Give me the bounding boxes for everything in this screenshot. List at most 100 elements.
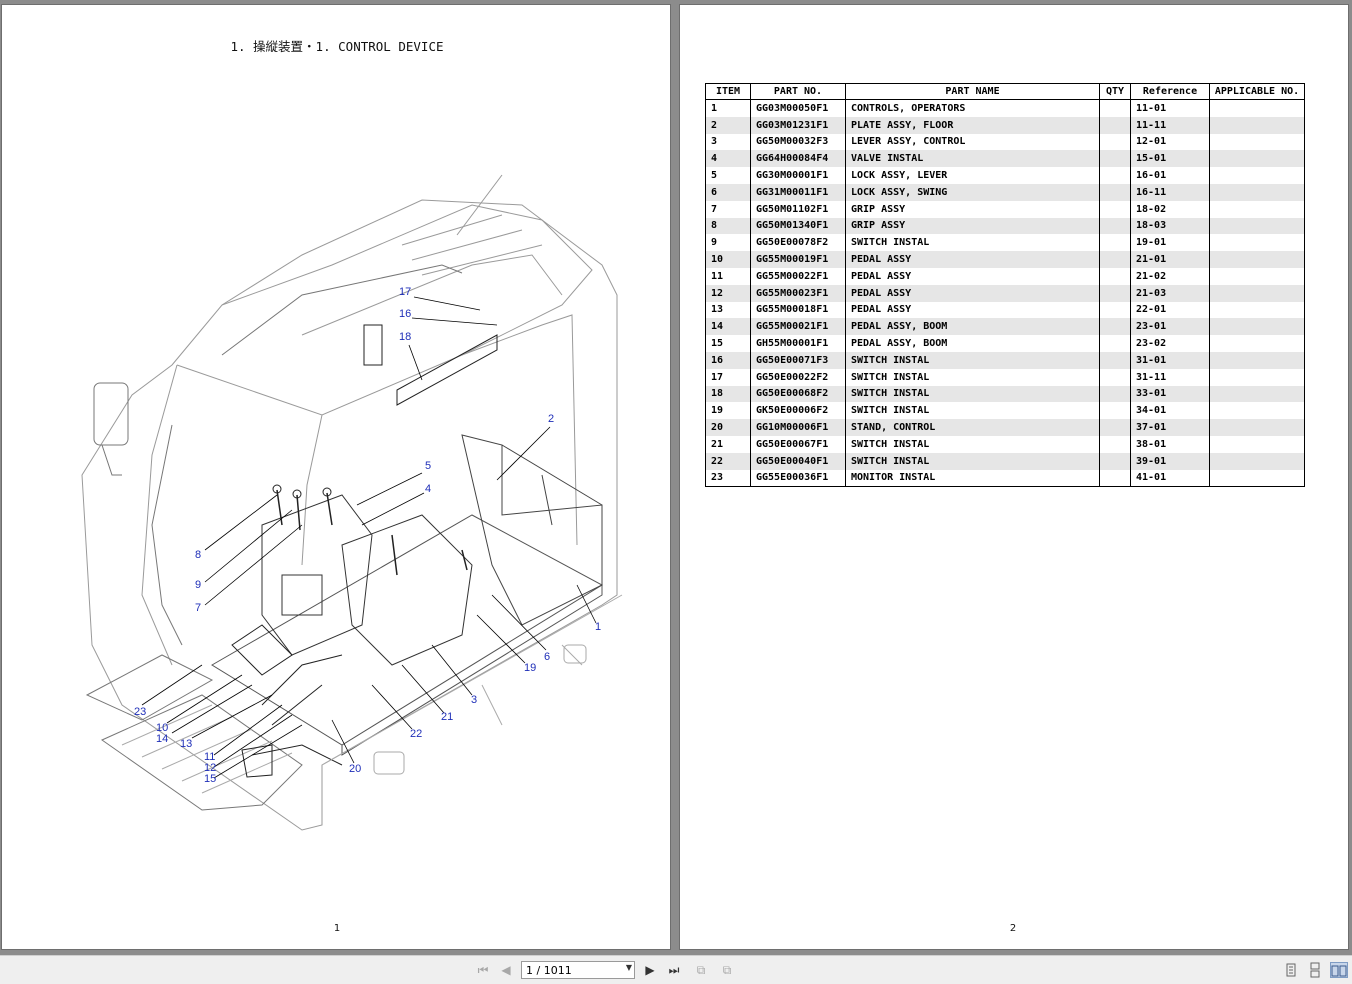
cell-item: 12 [705, 284, 751, 302]
cell-part-name: LOCK ASSY, SWING [845, 183, 1100, 201]
cell-qty [1099, 351, 1131, 369]
cell-qty [1099, 318, 1131, 336]
cell-part-name: PEDAL ASSY [845, 284, 1100, 302]
last-page-icon[interactable]: ⏭ [668, 963, 680, 977]
callout-17: 17 [399, 286, 411, 298]
cell-part-no: GG03M01231F1 [750, 116, 846, 134]
callout-22: 22 [410, 728, 422, 740]
cab-window-rear [301, 414, 323, 566]
cab-roof-stripes [401, 214, 543, 276]
cell-qty [1099, 368, 1131, 386]
cell-part-name: PEDAL ASSY [845, 267, 1100, 285]
callouts: 17 16 18 2 5 4 8 9 7 1 6 19 3 21 22 20 2… [134, 286, 601, 785]
rotate-cw-icon[interactable]: ⧉ [722, 963, 732, 977]
cell-part-name: GRIP ASSY [845, 217, 1100, 235]
header-applicable-no: APPLICABLE NO. [1209, 83, 1305, 100]
cell-qty [1099, 469, 1131, 487]
cell-reference: 16-11 [1130, 183, 1210, 201]
page-title: 1. 操縦装置・1. CONTROL DEVICE [230, 39, 444, 54]
callout-2: 2 [548, 413, 554, 425]
cell-part-name: SWITCH INSTAL [845, 368, 1100, 386]
cell-part-no: GG30M00001F1 [750, 167, 846, 184]
cell-qty [1099, 133, 1131, 151]
callout-7: 7 [195, 602, 201, 614]
cell-reference: 37-01 [1130, 419, 1210, 436]
levers [276, 489, 468, 576]
cell-item: 1 [705, 99, 751, 117]
callout-20: 20 [349, 763, 361, 775]
cell-part-no: GG50E00022F2 [750, 368, 846, 386]
stand-box [461, 434, 603, 626]
chevron-down-icon[interactable]: ▼ [625, 963, 632, 972]
next-page-icon[interactable]: ▶ [645, 963, 655, 977]
cell-item: 13 [705, 301, 751, 319]
page-number-box[interactable]: ▼ [521, 961, 635, 979]
cell-qty [1099, 385, 1131, 403]
cell-item: 19 [705, 402, 751, 420]
cell-applicable-no [1209, 335, 1305, 352]
cell-item: 8 [705, 217, 751, 235]
cell-part-name: SWITCH INSTAL [845, 351, 1100, 369]
callout-6: 6 [544, 651, 550, 663]
cell-part-no: GG50E00071F3 [750, 351, 846, 369]
cell-item: 17 [705, 368, 751, 386]
cell-reference: 18-02 [1130, 200, 1210, 218]
body-lower [321, 594, 623, 766]
callout-9: 9 [195, 579, 201, 591]
facing-pages-view-icon[interactable] [1330, 962, 1348, 978]
page-number-input[interactable] [522, 962, 621, 978]
switch-panel [396, 334, 498, 406]
callout-15: 15 [204, 773, 216, 785]
previous-page-icon[interactable]: ◀ [501, 963, 511, 977]
cell-applicable-no [1209, 116, 1305, 134]
cell-part-name: SWITCH INSTAL [845, 402, 1100, 420]
cab-roof [176, 204, 593, 416]
viewer-toolbar: ⏮ ◀ ▼ ▶ ⏭ ⧉ ⧉ [0, 955, 1352, 984]
cell-part-no: GG50E00040F1 [750, 452, 846, 470]
cell-qty [1099, 150, 1131, 168]
rotate-ccw-icon[interactable]: ⧉ [696, 963, 706, 977]
cell-part-no: GH55M00001F1 [750, 335, 846, 352]
cell-reference: 11-11 [1130, 116, 1210, 134]
cell-qty [1099, 419, 1131, 436]
cell-part-name: PEDAL ASSY, BOOM [845, 335, 1100, 352]
cell-part-no: GG50E00068F2 [750, 385, 846, 403]
single-page-view-icon[interactable] [1282, 962, 1300, 978]
cell-part-no: GG55E00036F1 [750, 469, 846, 487]
cell-part-no: GG50M01102F1 [750, 200, 846, 218]
cell-item: 9 [705, 234, 751, 252]
cell-part-name: PEDAL ASSY [845, 301, 1100, 319]
cell-part-no: GG31M00011F1 [750, 183, 846, 201]
cell-applicable-no [1209, 284, 1305, 302]
cell-part-name: SWITCH INSTAL [845, 234, 1100, 252]
callout-10: 10 [156, 722, 168, 734]
callout-4: 4 [425, 483, 431, 495]
cell-part-no: GG55M00018F1 [750, 301, 846, 319]
cell-applicable-no [1209, 368, 1305, 386]
cell-part-no: GG10M00006F1 [750, 419, 846, 436]
cell-applicable-no [1209, 234, 1305, 252]
cell-qty [1099, 452, 1131, 470]
first-page-icon[interactable]: ⏮ [477, 963, 489, 977]
cell-applicable-no [1209, 318, 1305, 336]
callout-3: 3 [471, 694, 477, 706]
callout-16: 16 [399, 308, 411, 320]
wiper-left [151, 424, 183, 646]
hoses [251, 654, 343, 766]
page-number: 2 [1009, 923, 1017, 934]
cell-applicable-no [1209, 200, 1305, 218]
cell-part-no: GG50E00067F1 [750, 435, 846, 453]
cell-reference: 31-11 [1130, 368, 1210, 386]
cell-qty [1099, 402, 1131, 420]
continuous-view-icon[interactable] [1306, 962, 1324, 978]
cell-applicable-no [1209, 99, 1305, 117]
